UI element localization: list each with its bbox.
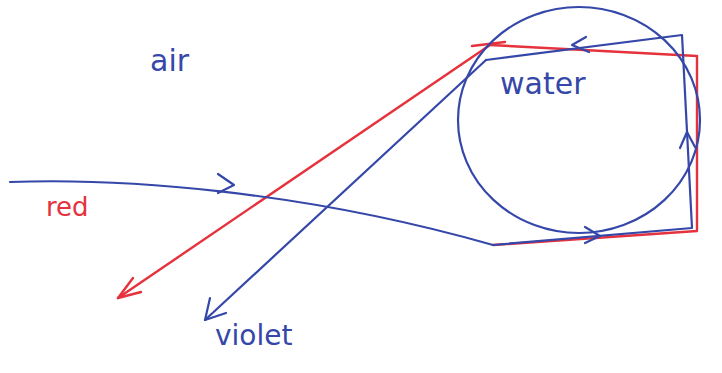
incoming-ray bbox=[10, 181, 493, 245]
droplet-outline bbox=[456, 5, 702, 235]
water-droplet: water bbox=[456, 5, 702, 235]
violet-ray-inside bbox=[486, 35, 692, 245]
medium-label: water bbox=[500, 69, 585, 99]
inner-arrowhead bbox=[585, 227, 600, 243]
colour-label: red bbox=[46, 194, 89, 220]
medium-label: air bbox=[150, 46, 189, 76]
red-ray-exit bbox=[118, 45, 490, 298]
droplet-outline bbox=[458, 7, 700, 233]
incoming-arrowhead bbox=[218, 174, 234, 193]
inner-arrowhead bbox=[680, 132, 695, 148]
inner-arrowhead bbox=[572, 37, 589, 52]
red-ray-inside bbox=[490, 45, 697, 245]
colour-label: violet bbox=[215, 322, 292, 350]
red-arrowhead bbox=[118, 278, 141, 298]
violet-ray-exit bbox=[205, 60, 486, 320]
violet-arrowhead bbox=[205, 298, 226, 320]
